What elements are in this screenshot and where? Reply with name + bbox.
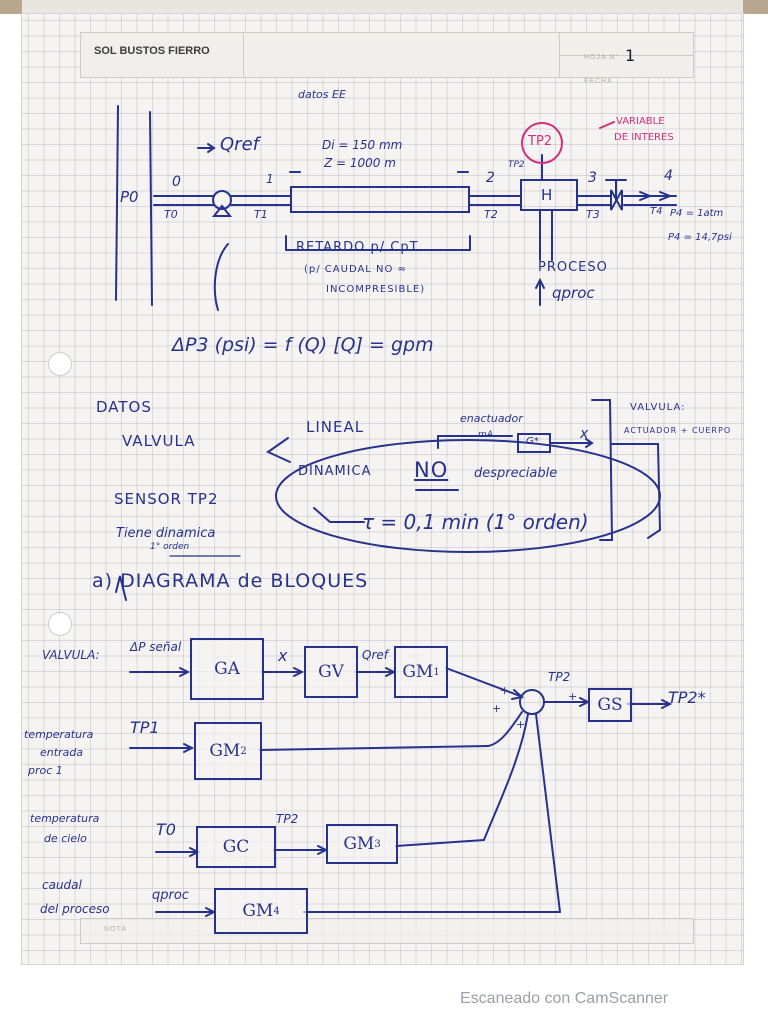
bd-temp-entrada-2: entrada (40, 746, 84, 759)
node-0: 0 (172, 174, 181, 190)
node-1: 1 (266, 172, 274, 186)
hoja-label: HOJA N° (584, 54, 620, 61)
page-footer-box (80, 918, 694, 944)
no-label: NO (414, 458, 449, 482)
datos-ee-note: datos EE (298, 88, 346, 101)
tiene-dinamica-label: Tiene dinamica (116, 526, 216, 541)
bd-tp2-output: TP2* (668, 688, 706, 707)
tau-value: τ = 0,1 min (1° orden) (362, 510, 589, 534)
dinamica-label: DINAMICA (298, 464, 372, 479)
bd-temp-entrada-3: proc 1 (28, 764, 63, 777)
block-ga: GA (190, 638, 264, 700)
block-gv: GV (304, 646, 358, 698)
p4-atm: P4 = 1atm (670, 208, 724, 219)
actuador-cuerpo-note: ACTUADOR + CUERPO (624, 426, 732, 435)
lineal-label: LINEAL (306, 418, 365, 436)
mixer-label: H (541, 186, 554, 204)
notebook-page (22, 14, 743, 964)
sum-sign-3: + (516, 718, 526, 731)
binder-hole (48, 612, 72, 636)
sum-sign-4: + (568, 690, 578, 703)
page-number: 1 (625, 46, 637, 65)
caudal-note-line1: (p/ CAUDAL NO ≈ (304, 264, 407, 275)
question-label: a) DIAGRAMA de BLOQUES (92, 570, 369, 592)
fecha-label: FECHA (584, 78, 613, 85)
variable-interes-line1: VARIABLE (616, 116, 665, 127)
proceso-label: PROCESO (538, 260, 608, 275)
bd-temp-entrada-1: temperatura (24, 728, 94, 741)
caudal-note-line2: INCOMPRESIBLE) (326, 284, 426, 295)
block-gs: GS (588, 688, 632, 722)
t1-label: T1 (254, 208, 268, 221)
node-4: 4 (664, 168, 673, 184)
bd-temp-cielo-1: temperatura (30, 812, 100, 825)
t4-label: T4 (650, 206, 663, 217)
binder-hole (48, 352, 72, 376)
bd-tp1-input: TP1 (130, 718, 160, 737)
bd-qref-signal: Qref (362, 648, 388, 662)
formula-equation: ΔP3 (psi) = f (Q) [Q] = gpm (172, 334, 434, 356)
camscanner-watermark: Escaneado con CamScanner (460, 990, 669, 1007)
p0-label: P0 (120, 188, 139, 206)
bd-tp2-mid-signal: TP2 (276, 812, 299, 826)
block-gc: GC (196, 826, 276, 868)
bd-qproc-input: qproc (152, 888, 189, 903)
datos-heading: DATOS (96, 398, 152, 416)
t0-label: T0 (164, 208, 178, 221)
primer-orden-label: 1° orden (150, 542, 190, 552)
bd-temp-cielo-2: de cielo (44, 832, 87, 845)
node-2: 2 (486, 170, 495, 186)
valvula-heading: VALVULA (122, 432, 196, 450)
bd-caudal-proc-1: caudal (42, 878, 82, 892)
pipe-diameter: Di = 150 mm (322, 138, 403, 152)
pipe-length: Z = 1000 m (324, 156, 396, 170)
bd-senal-input: ΔP señal (130, 640, 182, 654)
p4-psi: P4 = 14,7psi (668, 232, 732, 243)
qproc-label: qproc (552, 284, 595, 302)
qref-label: Qref (220, 134, 259, 155)
despreciable-label: despreciable (474, 466, 558, 481)
bd-t0-input: T0 (156, 820, 176, 839)
bd-caudal-proc-2: del proceso (40, 902, 110, 916)
sum-sign-2: + (492, 702, 502, 715)
sum-sign-1: + (500, 684, 510, 697)
bd-tp2-sum-signal: TP2 (548, 670, 571, 684)
x-output-label: x (580, 426, 589, 442)
ma-label: mA (478, 430, 493, 440)
variable-interes-line2: DE INTERES (614, 132, 674, 143)
bd-valvula-label: VALVULA: (42, 648, 100, 662)
ga-box-label: G* (526, 436, 539, 447)
tp2-sensor-label: TP2 (528, 134, 553, 149)
sensor-label: SENSOR TP2 (114, 490, 219, 508)
node-3: 3 (588, 170, 597, 186)
t2-label: T2 (484, 208, 498, 221)
scan-background-strip (22, 0, 743, 14)
tp2-small-label: TP2 (508, 160, 525, 170)
bd-x-signal: x (278, 646, 288, 665)
author-name: SOL BUSTOS FIERRO (94, 45, 210, 57)
t3-label: T3 (586, 208, 600, 221)
valvula-note: VALVULA: (630, 402, 686, 413)
actuador-label: enactuador (460, 412, 523, 425)
nota-label: NOTA (104, 926, 127, 933)
page-header-box (80, 32, 694, 78)
retardo-note: RETARDO p/ CpT (296, 240, 419, 255)
